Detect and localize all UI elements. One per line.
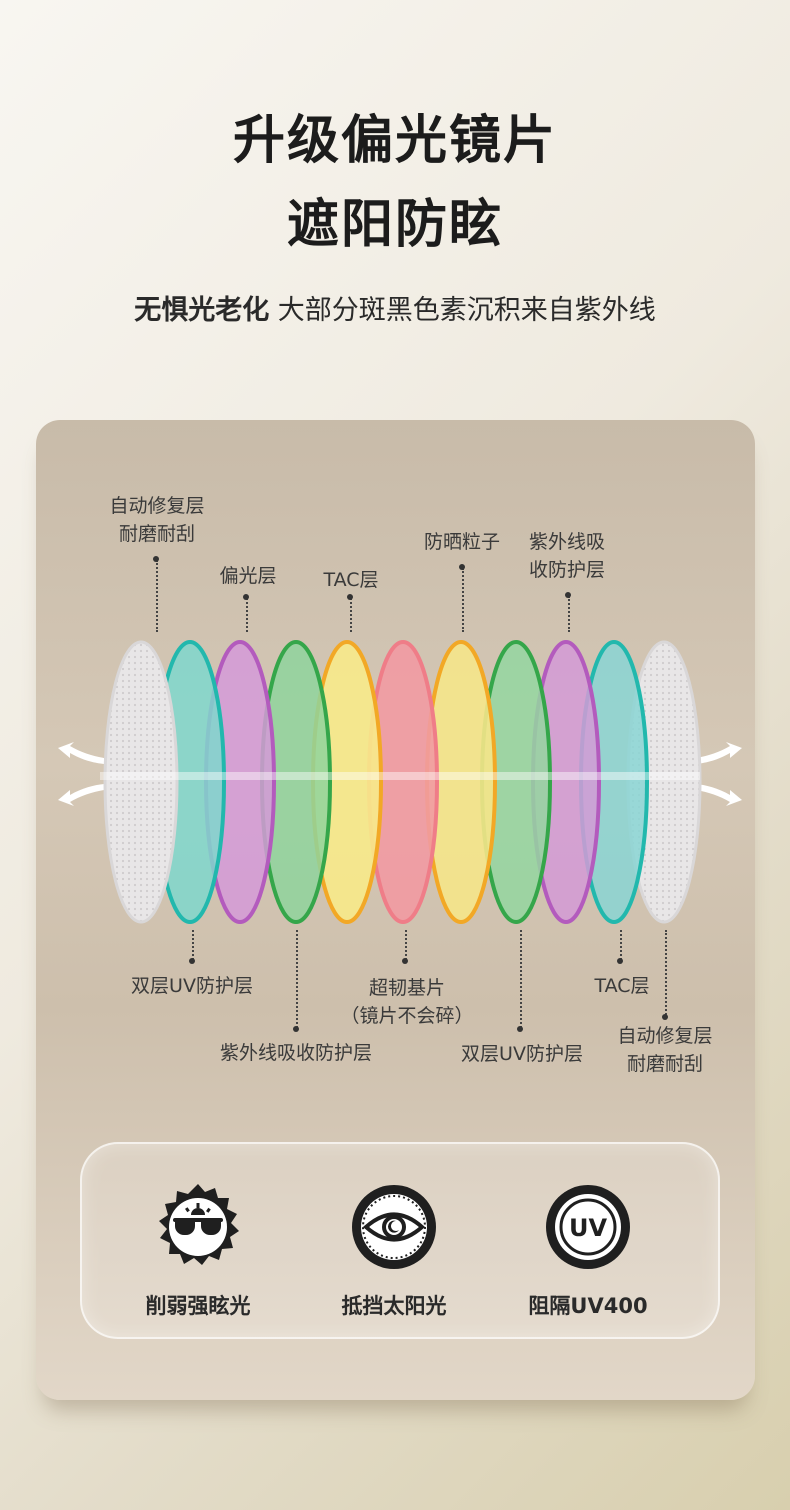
subtitle-bold: 无惧光老化 (134, 295, 270, 326)
leader-line (192, 930, 194, 960)
leader-line (296, 930, 298, 1028)
leader-dot (293, 1026, 299, 1032)
leader-line (462, 568, 464, 632)
left-arrows-icon (58, 742, 104, 806)
leader-dot (402, 958, 408, 964)
leader-dot (617, 958, 623, 964)
uv-badge-icon: UV (543, 1182, 633, 1272)
label-polarized: 偏光层 (219, 565, 277, 587)
leader-dot (347, 594, 353, 600)
eye-shield-icon (349, 1182, 439, 1272)
leader-dot (243, 594, 249, 600)
leader-dot (517, 1026, 523, 1032)
leader-line (350, 598, 352, 632)
page-title-line1: 升级偏光镜片 (232, 111, 557, 171)
leader-dot (662, 1014, 668, 1020)
right-arrows-icon (696, 742, 742, 806)
feature-label: 削弱强眩光 (145, 1294, 251, 1318)
feature-uv400: UV 阻隔UV400 (488, 1182, 688, 1320)
label-sun-particles: 防晒粒子 (423, 531, 500, 553)
feature-block-sun: 抵挡太阳光 (294, 1182, 494, 1320)
leader-line (568, 596, 570, 632)
label-uv-absorb-bottom: 紫外线吸收防护层 (219, 1042, 372, 1064)
leader-line (246, 598, 248, 632)
label-tac-top: TAC层 (323, 569, 379, 591)
label-self-repair-top: 自动修复层耐磨耐刮 (109, 495, 205, 545)
leader-dot (153, 556, 159, 562)
label-tough-substrate: 超韧基片（镜片不会碎） (340, 977, 474, 1027)
svg-text:UV: UV (569, 1214, 607, 1242)
leader-dot (459, 564, 465, 570)
feature-label: 阻隔UV400 (528, 1294, 648, 1318)
feature-reduce-glare: 削弱强眩光 (98, 1182, 298, 1320)
feature-label: 抵挡太阳光 (341, 1294, 447, 1318)
page-title-line2: 遮阳防眩 (286, 195, 503, 255)
subtitle-text: 大部分斑黑色素沉积来自紫外线 (269, 295, 656, 326)
leader-line (520, 930, 522, 1028)
leader-line (620, 930, 622, 960)
lens-left-scratch (103, 640, 179, 924)
label-double-uv-left: 双层UV防护层 (131, 975, 253, 997)
label-tac-bottom: TAC层 (594, 975, 650, 997)
leader-line (405, 930, 407, 960)
subtitle: 无惧光老化 大部分斑黑色素沉积来自紫外线 (0, 288, 790, 327)
label-uv-absorb-top: 紫外线吸收防护层 (528, 531, 605, 581)
leader-dot (189, 958, 195, 964)
label-self-repair-bottom: 自动修复层耐磨耐刮 (617, 1025, 713, 1075)
lens-discs (100, 640, 702, 924)
label-double-uv-right: 双层UV防护层 (461, 1043, 583, 1065)
leader-dot (565, 592, 571, 598)
leader-line (665, 930, 667, 1018)
sunglasses-sun-icon (153, 1182, 243, 1272)
leader-line (156, 560, 158, 632)
